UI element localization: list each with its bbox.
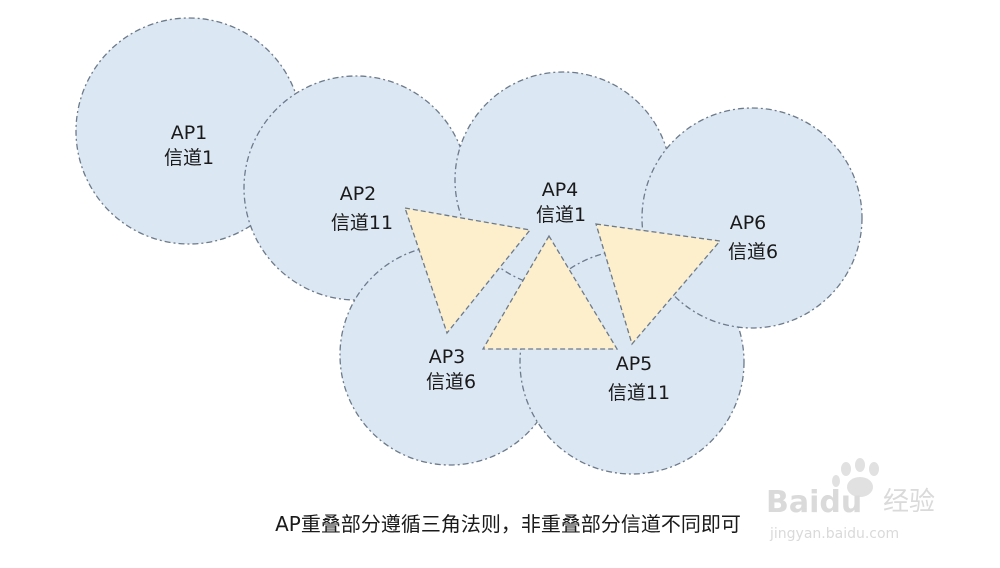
ap4-channel: 信道1 (536, 204, 586, 226)
ap5-channel: 信道11 (608, 382, 670, 404)
paw-logo-icon (832, 458, 879, 497)
ap3-channel: 信道6 (426, 371, 476, 393)
overlap-triangles (404, 207, 722, 350)
ap6-coverage-circle (641, 107, 863, 329)
ap-labels: AP1 信道1 AP2 信道11 AP3 信道6 AP4 信道1 AP5 信道1… (164, 122, 778, 404)
ap4-name: AP4 (542, 179, 579, 201)
triangle-ap4-ap3-ap5 (481, 234, 619, 350)
ap2-name: AP2 (340, 183, 377, 205)
ap6-channel: 信道6 (728, 241, 778, 263)
watermark-brand: Baidu (766, 485, 862, 520)
watermark-product: 经验 (883, 487, 935, 517)
triangle-ap2-ap4-ap3 (404, 207, 532, 335)
ap1-channel: 信道1 (164, 147, 214, 169)
ap3-name: AP3 (429, 346, 466, 368)
baidu-jingyan-watermark: Baidu 经验 jingyan.baidu.com (766, 458, 935, 542)
ap1-name: AP1 (171, 122, 208, 144)
diagram-caption: AP重叠部分遵循三角法则，非重叠部分信道不同即可 (275, 512, 741, 536)
coverage-areas (75, 17, 863, 475)
watermark-url: jingyan.baidu.com (769, 526, 899, 542)
ap6-name: AP6 (730, 212, 767, 234)
triangle-ap4-ap6-ap5 (595, 223, 722, 346)
ap5-name: AP5 (616, 353, 653, 375)
ap2-channel: 信道11 (331, 212, 393, 234)
